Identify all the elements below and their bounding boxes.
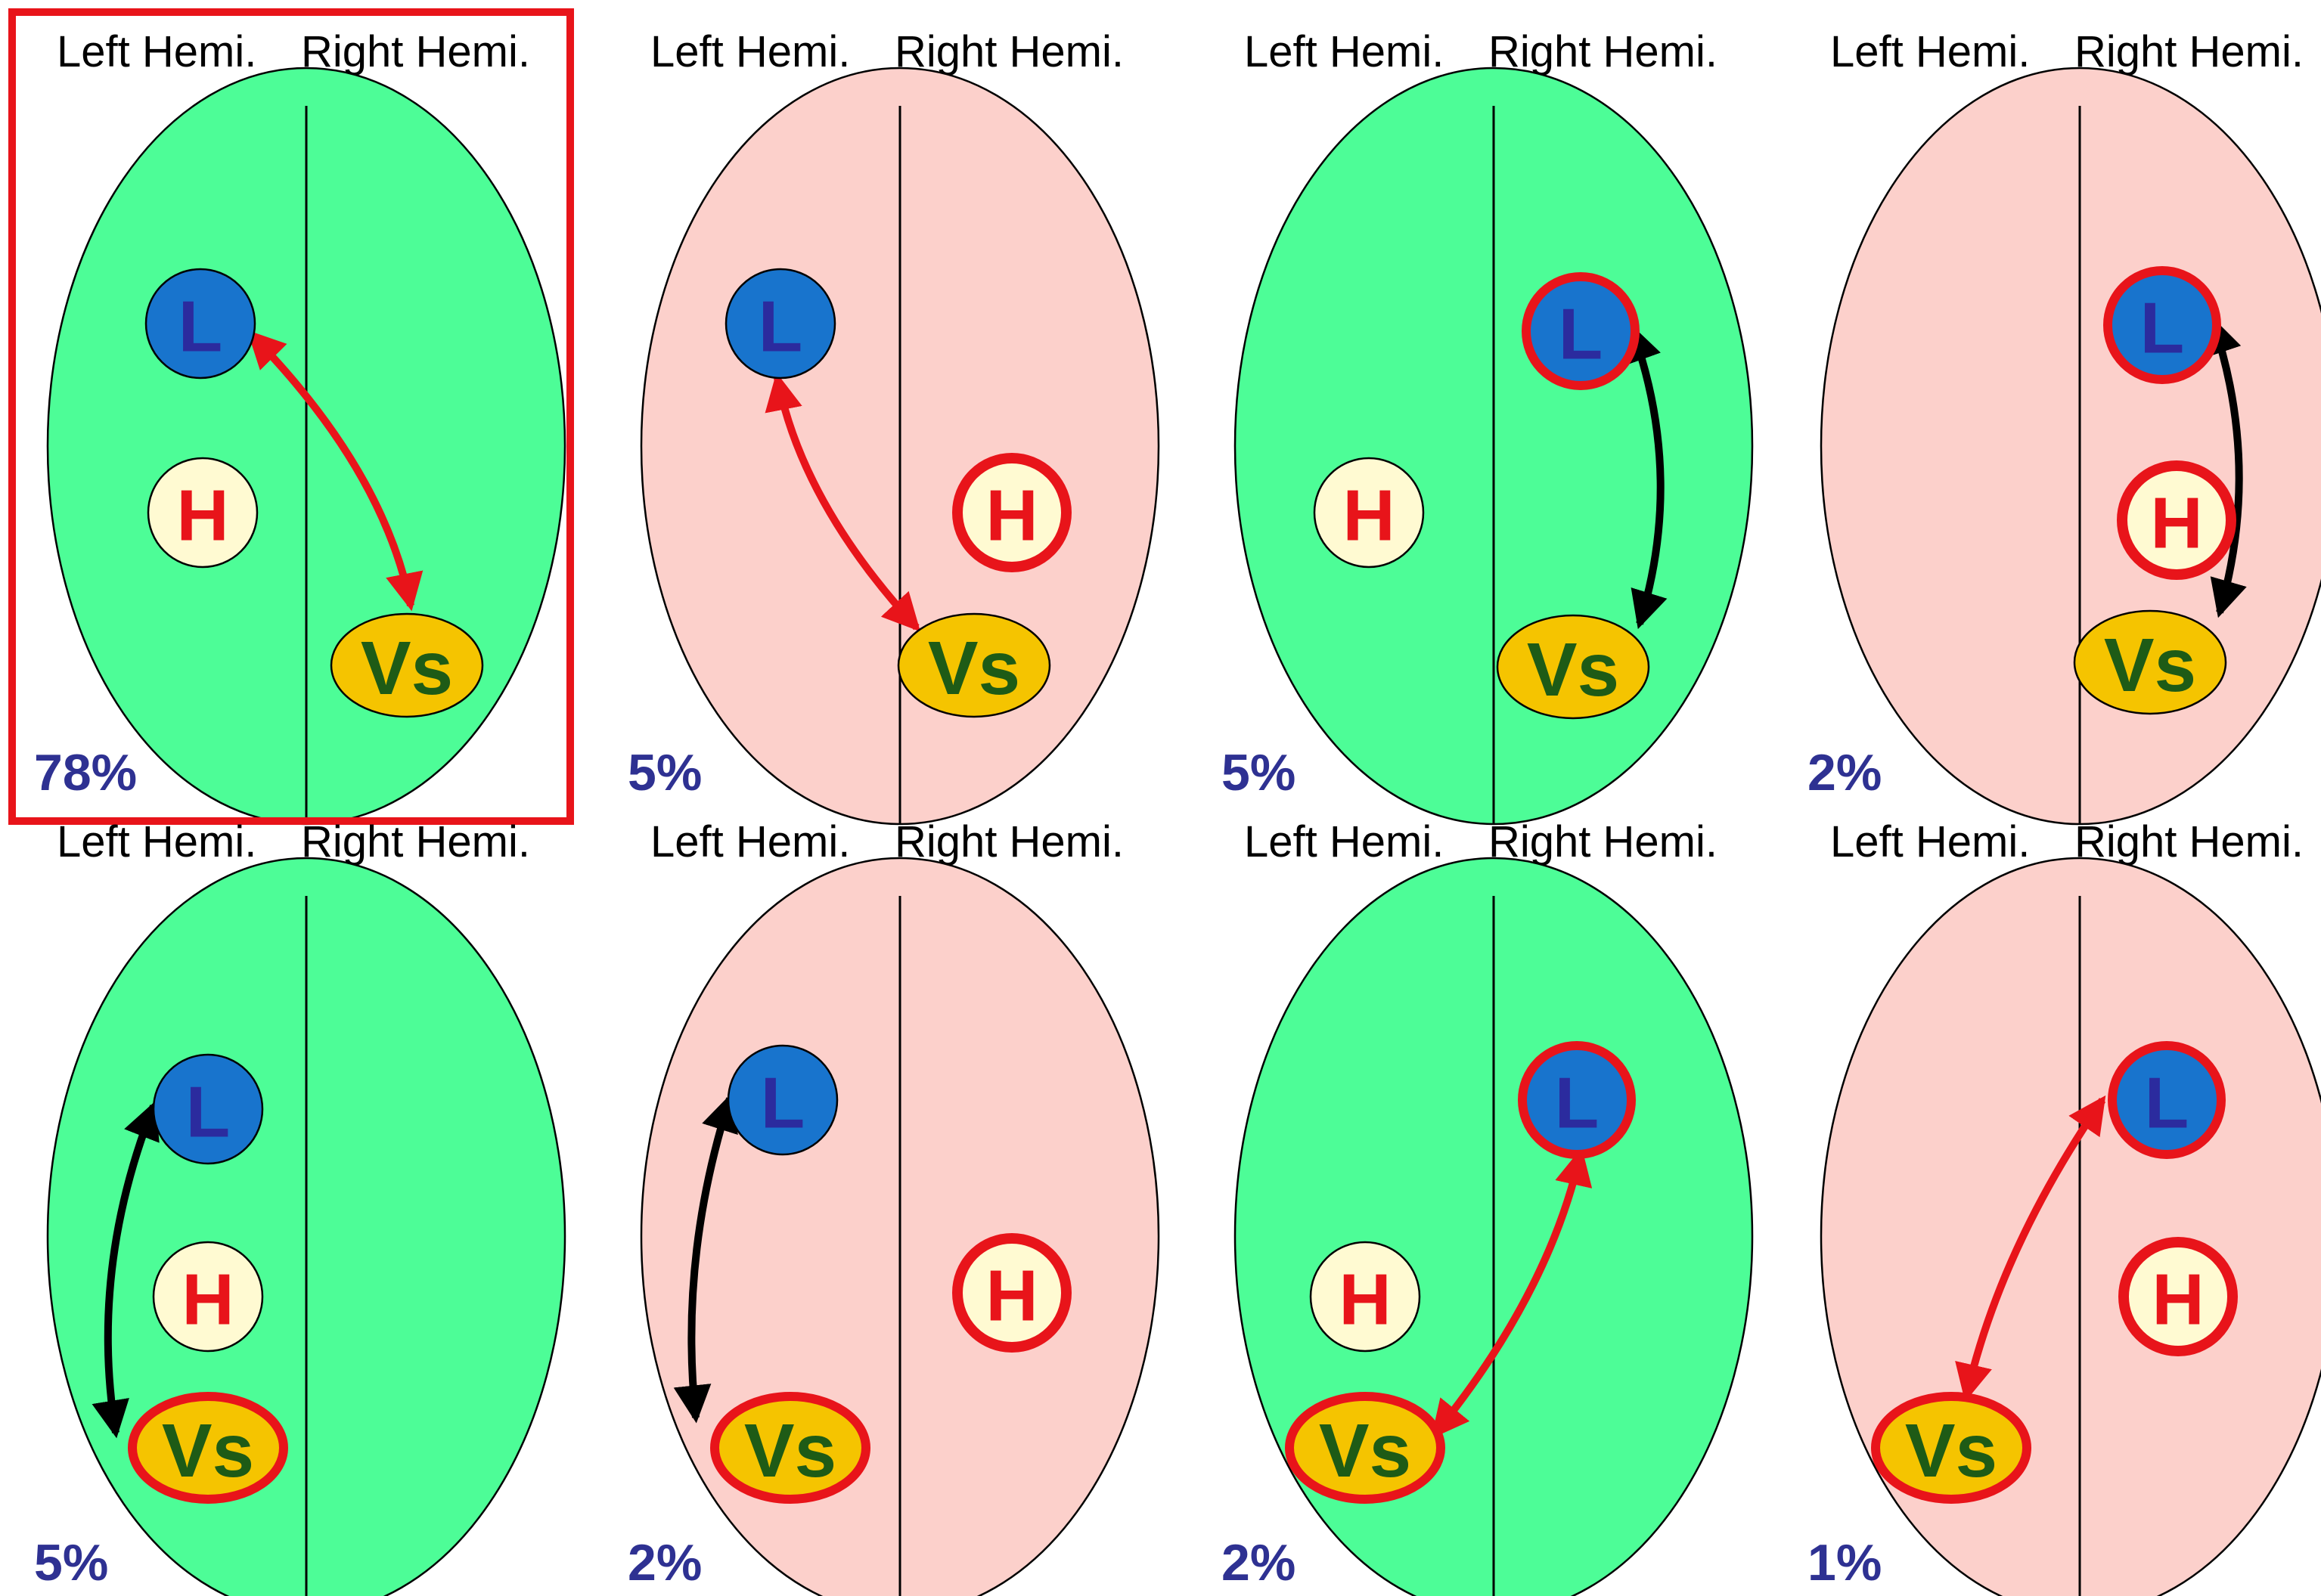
percentage-label: 2% bbox=[628, 1534, 702, 1591]
hand-node: H bbox=[1313, 457, 1425, 569]
percentage-label: 5% bbox=[1221, 744, 1295, 801]
visuospatial-node: Vs bbox=[710, 1392, 870, 1504]
header-right-hemi: Right Hemi. bbox=[2074, 27, 2304, 76]
percentage-label: 5% bbox=[34, 1534, 108, 1591]
svg-text:Vs: Vs bbox=[1527, 628, 1619, 712]
connection-arrow bbox=[1624, 323, 1668, 630]
panel-4: Left Hemi. Right Hemi. L H Vs 2% bbox=[1807, 27, 2321, 826]
connection-arrow bbox=[92, 1101, 160, 1439]
panel-3: Left Hemi. Right Hemi. L H Vs 5% bbox=[1221, 27, 1754, 826]
highlight-frame bbox=[8, 8, 574, 825]
visuospatial-node: Vs bbox=[330, 612, 484, 718]
header-left-hemi: Left Hemi. bbox=[1830, 27, 2030, 76]
language-node: L bbox=[725, 268, 836, 380]
language-node: L bbox=[1522, 272, 1640, 390]
header-left-hemi: Left Hemi. bbox=[1244, 27, 1444, 76]
panel-5: Left Hemi. Right Hemi. L H Vs 5% bbox=[34, 817, 566, 1596]
svg-text:H: H bbox=[1342, 476, 1395, 556]
percentage-label: 2% bbox=[1221, 1534, 1295, 1591]
svg-text:Vs: Vs bbox=[2104, 623, 2196, 708]
language-node: L bbox=[727, 1044, 839, 1156]
visuospatial-node: Vs bbox=[1496, 614, 1650, 720]
header-right-hemi: Right Hemi. bbox=[1488, 27, 1717, 76]
hand-node: H bbox=[952, 1233, 1072, 1353]
visuospatial-node: Vs bbox=[2073, 609, 2227, 715]
connection-arrow bbox=[765, 372, 921, 632]
header-left-hemi: Left Hemi. bbox=[57, 817, 256, 866]
svg-text:H: H bbox=[182, 1260, 234, 1340]
percentage-label: 78% bbox=[34, 744, 137, 801]
svg-text:H: H bbox=[1339, 1260, 1391, 1340]
svg-text:L: L bbox=[759, 287, 803, 367]
percentage-label: 2% bbox=[1807, 744, 1882, 801]
svg-text:L: L bbox=[186, 1072, 231, 1153]
svg-text:H: H bbox=[2152, 1260, 2204, 1340]
connection-arrow bbox=[2205, 315, 2247, 618]
svg-text:L: L bbox=[2145, 1063, 2189, 1144]
panel-2: Left Hemi. Right Hemi. L H Vs 5% bbox=[628, 27, 1160, 826]
header-right-hemi: Right Hemi. bbox=[301, 817, 530, 866]
percentage-label: 1% bbox=[1807, 1534, 1882, 1591]
header-left-hemi: Left Hemi. bbox=[1830, 817, 2030, 866]
hand-node: H bbox=[952, 453, 1072, 572]
visuospatial-node: Vs bbox=[1285, 1392, 1445, 1504]
svg-text:H: H bbox=[176, 476, 228, 556]
connection-arrow bbox=[1955, 1095, 2106, 1402]
svg-text:L: L bbox=[1555, 1063, 1600, 1144]
hand-node: H bbox=[1309, 1241, 1421, 1353]
svg-text:H: H bbox=[985, 1256, 1038, 1337]
visuospatial-node: Vs bbox=[128, 1392, 288, 1504]
hand-node: H bbox=[2117, 460, 2236, 580]
brain-outline bbox=[1820, 67, 2321, 826]
visuospatial-node: Vs bbox=[897, 612, 1051, 718]
header-left-hemi: Left Hemi. bbox=[1244, 817, 1444, 866]
hand-node: H bbox=[152, 1241, 264, 1353]
panel-1: Left Hemi. Right Hemi. L H Vs 78% bbox=[8, 8, 574, 826]
connection-arrow bbox=[673, 1092, 738, 1424]
svg-text:Vs: Vs bbox=[744, 1409, 836, 1493]
svg-text:H: H bbox=[985, 476, 1038, 556]
language-node: L bbox=[2108, 1041, 2226, 1159]
svg-text:Vs: Vs bbox=[928, 626, 1020, 711]
language-node: L bbox=[2103, 266, 2221, 384]
visuospatial-node: Vs bbox=[1871, 1392, 2031, 1504]
panel-7: Left Hemi. Right Hemi. L H Vs 2% bbox=[1221, 817, 1754, 1596]
svg-text:Vs: Vs bbox=[1319, 1409, 1411, 1493]
svg-text:Vs: Vs bbox=[361, 626, 453, 711]
header-right-hemi: Right Hemi. bbox=[895, 817, 1124, 866]
header-right-hemi: Right Hemi. bbox=[895, 27, 1124, 76]
panel-6: Left Hemi. Right Hemi. L H Vs 2% bbox=[628, 817, 1160, 1596]
language-node: L bbox=[1518, 1041, 1636, 1159]
svg-text:H: H bbox=[2150, 483, 2202, 564]
header-left-hemi: Left Hemi. bbox=[650, 27, 850, 76]
language-node: L bbox=[152, 1053, 264, 1165]
header-right-hemi: Right Hemi. bbox=[1488, 817, 1717, 866]
svg-text:L: L bbox=[1559, 294, 1603, 375]
hand-node: H bbox=[147, 457, 259, 569]
percentage-label: 5% bbox=[628, 744, 702, 801]
header-left-hemi: Left Hemi. bbox=[57, 27, 256, 76]
svg-text:L: L bbox=[178, 287, 223, 367]
language-node: L bbox=[144, 268, 256, 380]
svg-text:L: L bbox=[2140, 288, 2185, 369]
hand-node: H bbox=[2118, 1237, 2238, 1356]
header-left-hemi: Left Hemi. bbox=[650, 817, 850, 866]
svg-text:L: L bbox=[761, 1063, 805, 1144]
svg-text:Vs: Vs bbox=[1905, 1409, 1997, 1493]
panel-8: Left Hemi. Right Hemi. L H Vs 1% bbox=[1807, 817, 2321, 1596]
header-right-hemi: Right Hemi. bbox=[2074, 817, 2304, 866]
connection-arrow bbox=[1431, 1147, 1593, 1439]
connection-arrow bbox=[247, 330, 424, 612]
svg-text:Vs: Vs bbox=[162, 1409, 254, 1493]
header-right-hemi: Right Hemi. bbox=[301, 27, 530, 76]
